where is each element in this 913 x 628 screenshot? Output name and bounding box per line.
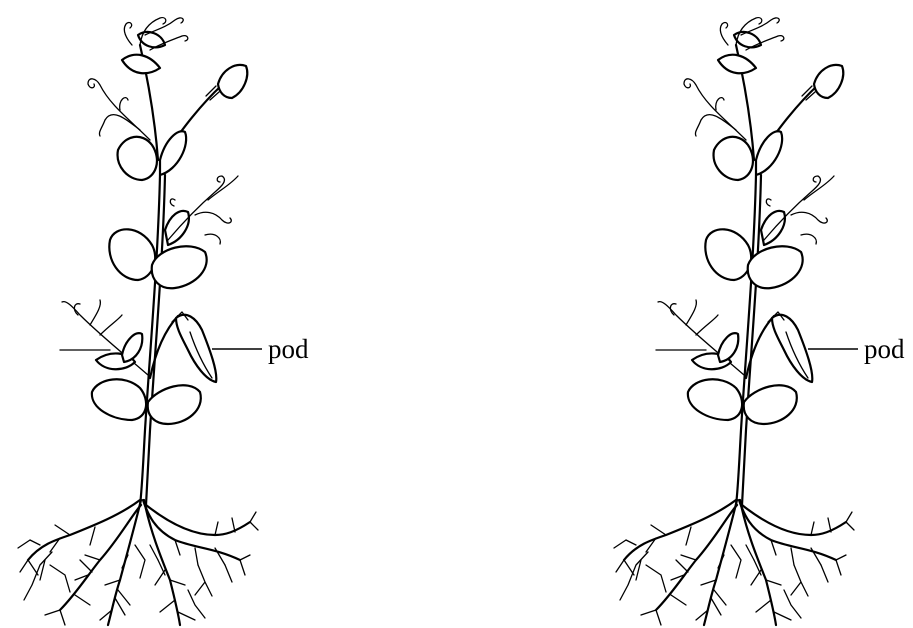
pod-label-right: pod: [864, 334, 905, 364]
pea-plant-right: pod: [614, 18, 905, 625]
pea-plant-left: pod: [18, 18, 309, 625]
pod-label-left: pod: [268, 334, 309, 364]
